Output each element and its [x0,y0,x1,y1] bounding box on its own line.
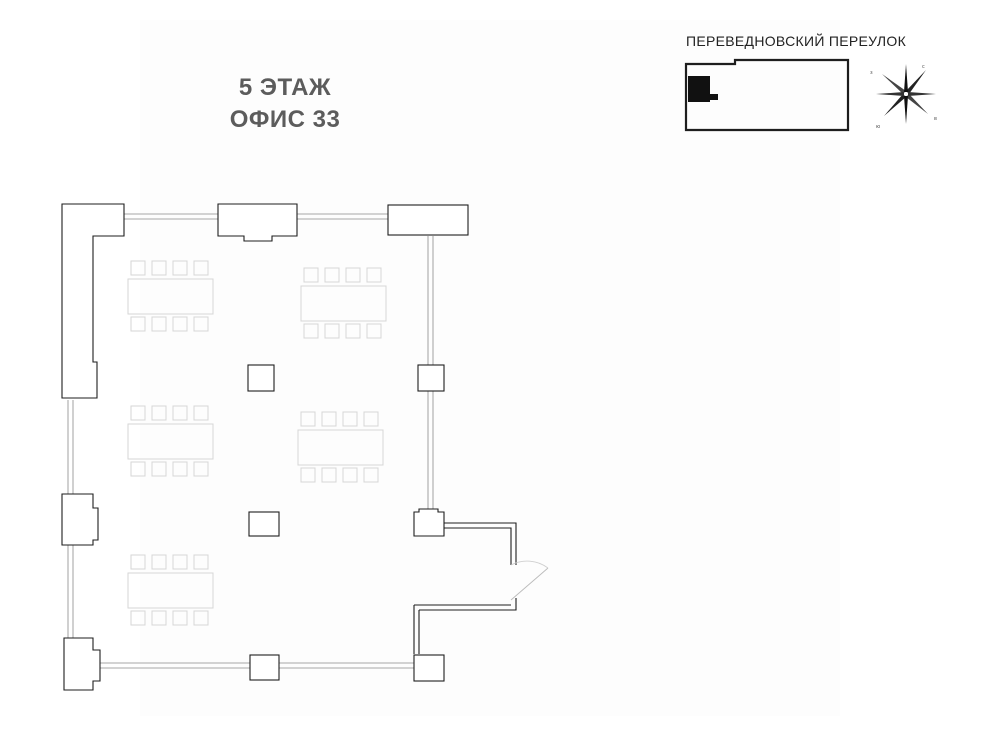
desk-cluster [127,554,214,626]
chair [363,411,379,427]
chair [342,411,358,427]
chair [151,610,167,626]
chair [300,411,316,427]
chair [363,467,379,483]
furniture [127,260,387,626]
chair [130,260,146,276]
floor-title: 5 ЭТАЖ ОФИС 33 [200,72,370,136]
chair [151,260,167,276]
chair [321,411,337,427]
chair [303,267,319,283]
chair [172,610,188,626]
desk-cluster [127,405,214,477]
chair [130,405,146,421]
location-minimap [684,58,850,132]
chair [345,267,361,283]
svg-text:в: в [934,116,937,122]
chair [303,323,319,339]
chair [324,323,340,339]
chair [172,554,188,570]
chair [151,554,167,570]
compass-rose-icon: c в ю з [870,64,937,130]
walls [61,203,517,691]
chair [321,467,337,483]
floor-number: 5 ЭТАЖ [238,74,332,101]
chair [151,316,167,332]
desk-table [300,285,387,322]
desk-table [127,572,214,609]
chair [130,554,146,570]
chair [172,405,188,421]
desk-cluster [300,267,387,339]
chair [193,405,209,421]
svg-text:ю: ю [876,124,880,130]
svg-text:з: з [870,70,873,76]
chair [300,467,316,483]
street-label: ПЕРЕВЕДНОВСКИЙ ПЕРЕУЛОК [686,33,907,49]
chair [130,461,146,477]
chair [342,467,358,483]
chair [172,316,188,332]
chair [345,323,361,339]
chair [172,260,188,276]
chair [151,405,167,421]
chair [130,316,146,332]
chair [193,260,209,276]
desk-table [127,278,214,315]
desk-table [127,423,214,460]
office-number: ОФИС 33 [229,106,341,133]
office-location-marker [688,76,710,102]
chair [193,554,209,570]
chair [366,267,382,283]
chair [366,323,382,339]
chair [151,461,167,477]
door-swing-icon [510,560,549,601]
chair [193,461,209,477]
chair [193,316,209,332]
chair [193,610,209,626]
svg-text:c: c [922,64,925,70]
chair [130,610,146,626]
desk-cluster [127,260,214,332]
desk-cluster [297,411,384,483]
desk-table [297,429,384,466]
chair [324,267,340,283]
chair [172,461,188,477]
